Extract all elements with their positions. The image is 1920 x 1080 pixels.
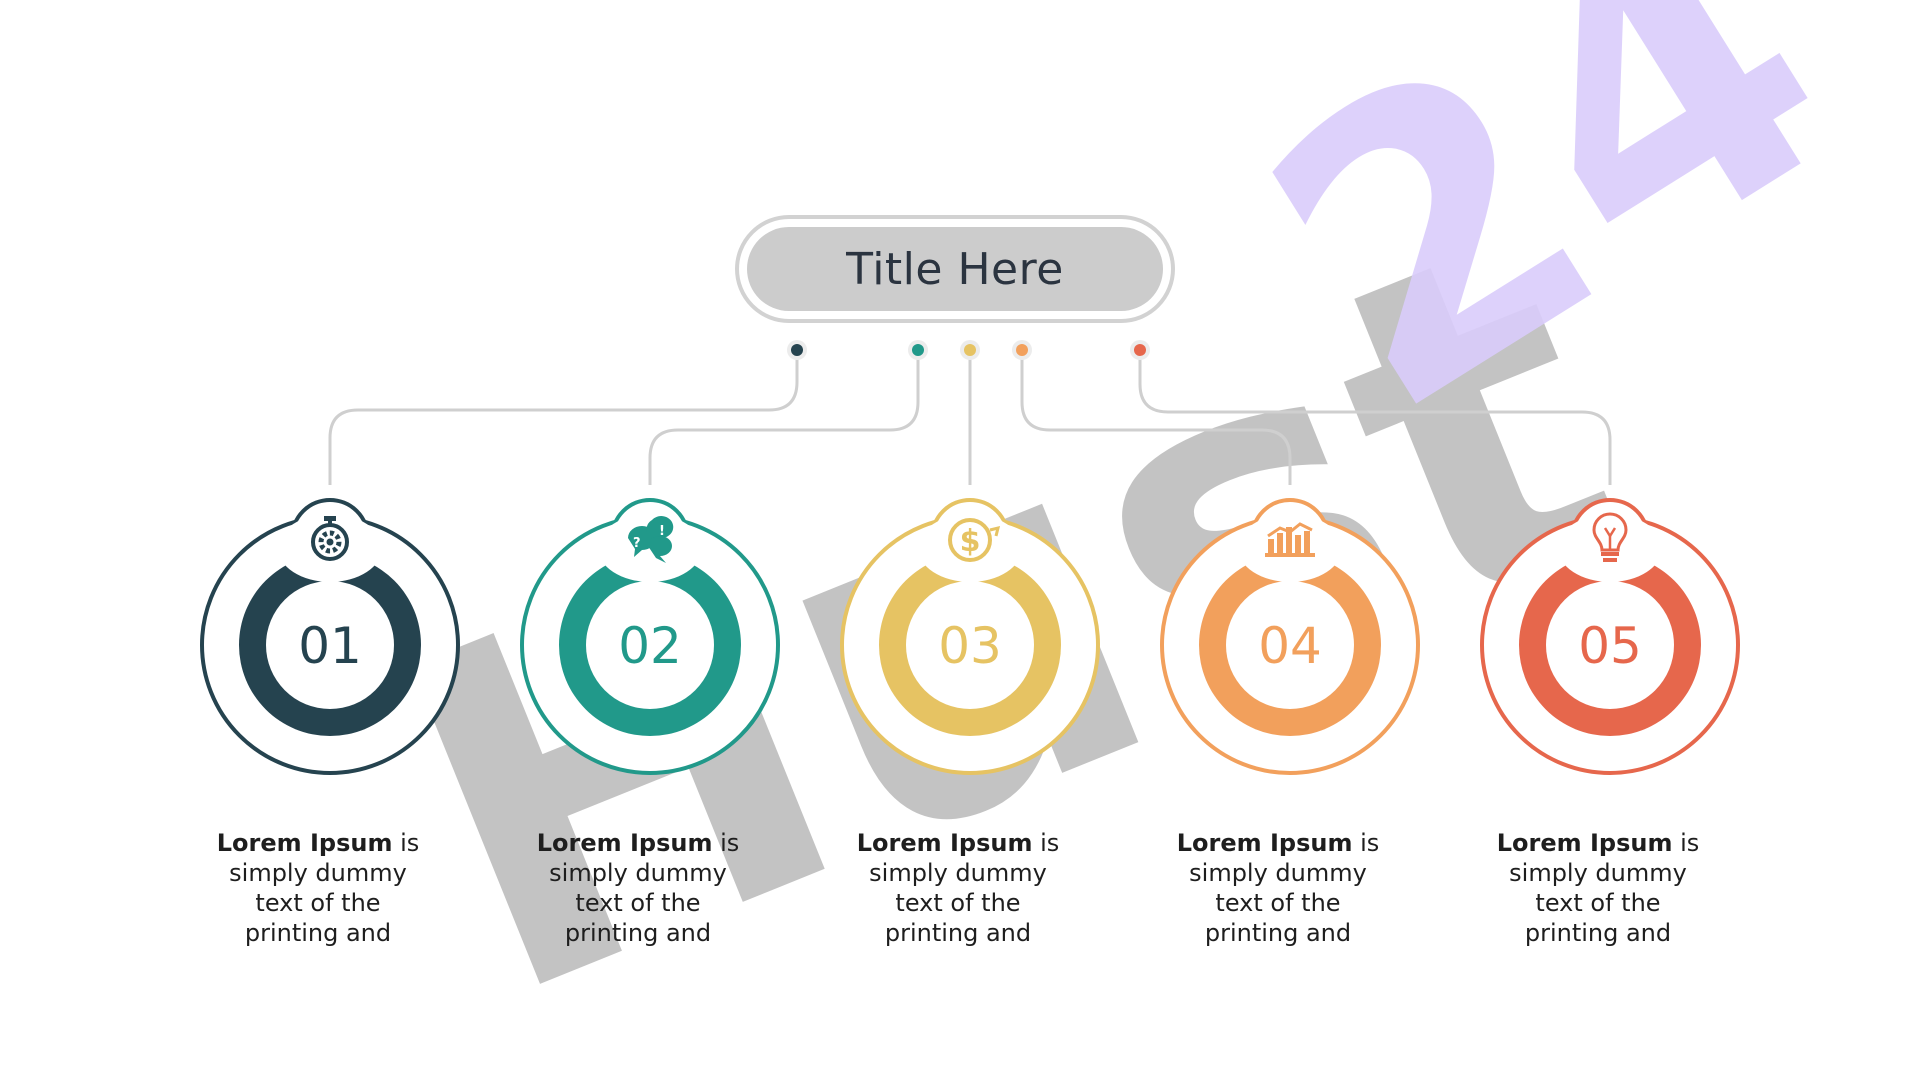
step-number: 02 bbox=[618, 617, 682, 675]
chat-bubbles-icon: ?! bbox=[628, 516, 674, 563]
description-text: is bbox=[1672, 829, 1700, 857]
connector-dot bbox=[791, 344, 803, 356]
description-bold: Lorem Ipsum bbox=[216, 829, 393, 857]
svg-text:!: ! bbox=[659, 524, 665, 539]
connector-dot bbox=[1134, 344, 1146, 356]
description-line: text of the bbox=[575, 889, 701, 917]
step-donut-hole bbox=[906, 581, 1034, 709]
connector-dot bbox=[1016, 344, 1028, 356]
step-node-02: ?! 02 bbox=[520, 498, 780, 775]
title-box: Title Here bbox=[735, 215, 1175, 323]
step-node-04: 04 bbox=[1160, 498, 1420, 775]
description-line: simply dummy bbox=[1189, 859, 1367, 887]
description-line: printing and bbox=[1524, 919, 1672, 947]
step-node-03: $03 bbox=[840, 498, 1100, 775]
connector-dot bbox=[912, 344, 924, 356]
description-bold: Lorem Ipsum bbox=[1176, 829, 1353, 857]
connector-line bbox=[328, 350, 799, 485]
description-bold: Lorem Ipsum bbox=[1496, 829, 1673, 857]
step-donut-hole bbox=[266, 581, 394, 709]
description-line: simply dummy bbox=[869, 859, 1047, 887]
description-line: printing and bbox=[1204, 919, 1352, 947]
description-text: is bbox=[1032, 829, 1060, 857]
bar-chart-icon bbox=[1265, 522, 1315, 557]
description-line: text of the bbox=[1535, 889, 1661, 917]
description-line: text of the bbox=[1215, 889, 1341, 917]
description-line: simply dummy bbox=[229, 859, 407, 887]
description-line: printing and bbox=[244, 919, 392, 947]
stopwatch-gear-icon bbox=[311, 516, 349, 561]
step-donut-hole bbox=[586, 581, 714, 709]
step-number: 01 bbox=[298, 617, 362, 675]
step-donut-hole bbox=[1226, 581, 1354, 709]
step-number: 05 bbox=[1578, 617, 1642, 675]
step-number: 04 bbox=[1258, 617, 1322, 675]
connector-dot bbox=[964, 344, 976, 356]
svg-text:?: ? bbox=[633, 536, 641, 551]
description-text: is bbox=[1352, 829, 1380, 857]
connector-line bbox=[648, 350, 920, 485]
dollar-coin-icon: $ bbox=[948, 518, 1001, 562]
description-bold: Lorem Ipsum bbox=[856, 829, 1033, 857]
svg-text:$: $ bbox=[960, 524, 981, 559]
step-node-05: 05 bbox=[1480, 498, 1740, 775]
description-line: simply dummy bbox=[1509, 859, 1687, 887]
description-text: is bbox=[392, 829, 420, 857]
description-line: text of the bbox=[255, 889, 381, 917]
step-node-01: 01 bbox=[200, 498, 460, 775]
description-line: printing and bbox=[564, 919, 712, 947]
description-bold: Lorem Ipsum bbox=[536, 829, 713, 857]
step-number: 03 bbox=[938, 617, 1002, 675]
description-line: text of the bbox=[895, 889, 1021, 917]
description-line: printing and bbox=[884, 919, 1032, 947]
connector-line bbox=[1138, 350, 1612, 485]
connector-lines bbox=[328, 350, 1612, 485]
page-title: Title Here bbox=[747, 227, 1163, 311]
description-text: is bbox=[712, 829, 740, 857]
icon-badge bbox=[278, 514, 382, 582]
lightbulb-icon bbox=[1592, 512, 1628, 562]
connector-line bbox=[1020, 350, 1292, 485]
description-line: simply dummy bbox=[549, 859, 727, 887]
step-donut-hole bbox=[1546, 581, 1674, 709]
